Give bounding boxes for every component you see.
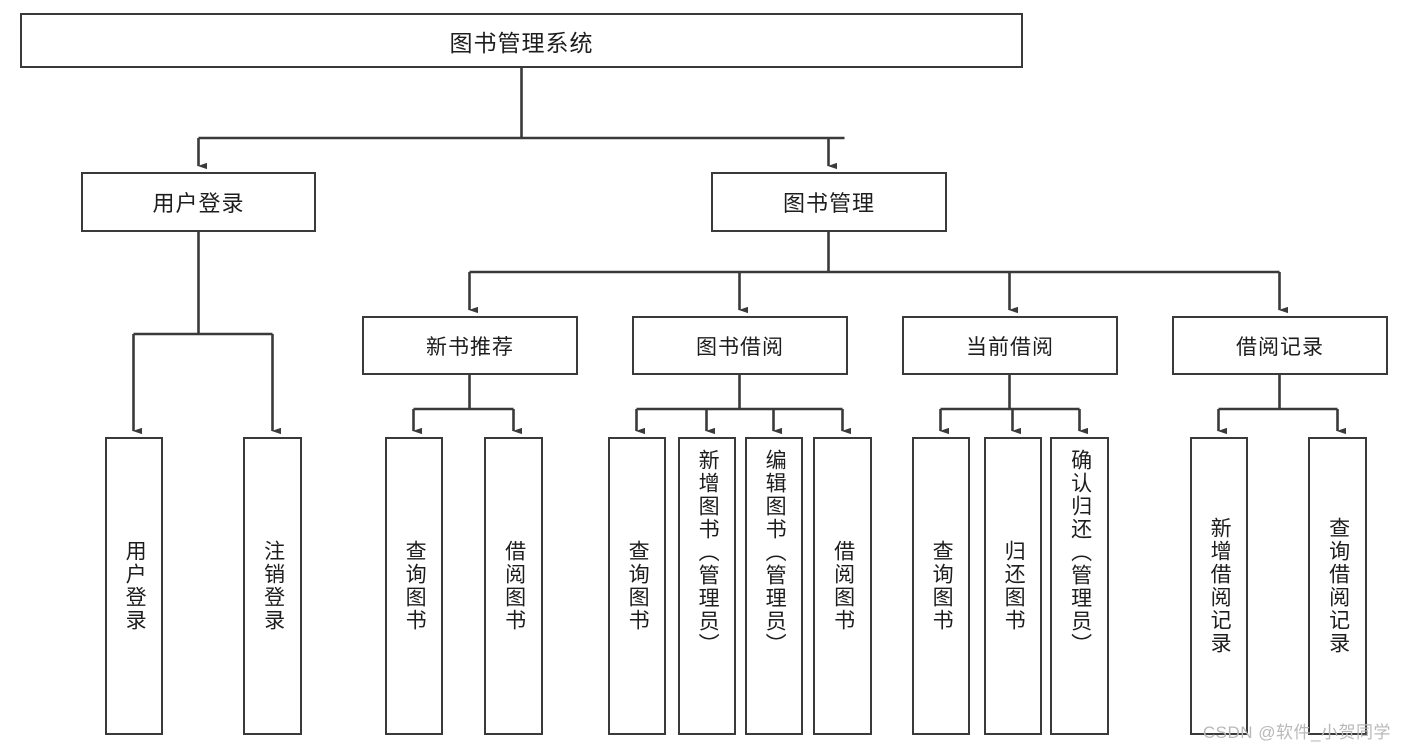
- leaf-borrow-book-recommend[interactable]: 借阅图书: [484, 437, 543, 735]
- leaf-query-book-borrow[interactable]: 查询图书: [608, 437, 666, 735]
- node-current-borrow[interactable]: 当前借阅: [902, 316, 1118, 375]
- node-book-management-label: 图书管理: [782, 191, 875, 216]
- leaf-query-book-recommend[interactable]: 查询图书: [385, 437, 443, 735]
- leaf-logout-label: 注销登录: [261, 540, 285, 632]
- node-new-book-recommend[interactable]: 新书推荐: [362, 316, 578, 375]
- leaf-add-borrow-record-label: 新增借阅记录: [1208, 517, 1232, 655]
- leaf-confirm-return-admin[interactable]: 确认归还（管理员）: [1050, 437, 1109, 735]
- leaf-borrow-book[interactable]: 借阅图书: [813, 437, 872, 735]
- leaf-add-book-admin-label: 新增图书（管理员）: [696, 449, 720, 656]
- leaf-user-login[interactable]: 用户登录: [105, 437, 163, 735]
- leaf-add-borrow-record[interactable]: 新增借阅记录: [1190, 437, 1248, 735]
- node-book-borrow-label: 图书借阅: [696, 335, 784, 359]
- leaf-confirm-return-admin-label: 确认归还（管理员）: [1068, 449, 1092, 656]
- node-root[interactable]: 图书管理系统: [20, 13, 1023, 68]
- leaf-query-book-borrow-label: 查询图书: [626, 540, 650, 632]
- leaf-logout[interactable]: 注销登录: [243, 437, 302, 735]
- leaf-query-book-recommend-label: 查询图书: [403, 540, 427, 632]
- node-current-borrow-label: 当前借阅: [966, 335, 1054, 359]
- leaf-query-book-current[interactable]: 查询图书: [912, 437, 970, 735]
- leaf-return-book-label: 归还图书: [1002, 540, 1026, 632]
- leaf-borrow-book-recommend-label: 借阅图书: [502, 540, 526, 632]
- leaf-edit-book-admin-label: 编辑图书（管理员）: [763, 449, 787, 656]
- node-root-label: 图书管理系统: [449, 29, 594, 56]
- leaf-user-login-label: 用户登录: [123, 540, 147, 632]
- node-borrow-records-label: 借阅记录: [1236, 335, 1324, 359]
- leaf-add-book-admin[interactable]: 新增图书（管理员）: [678, 437, 736, 735]
- node-new-book-recommend-label: 新书推荐: [426, 335, 514, 359]
- node-book-borrow[interactable]: 图书借阅: [632, 316, 848, 375]
- leaf-query-borrow-record-label: 查询借阅记录: [1326, 517, 1350, 655]
- node-book-management[interactable]: 图书管理: [711, 172, 947, 232]
- node-user-login-label: 用户登录: [152, 191, 245, 216]
- node-user-login[interactable]: 用户登录: [81, 172, 316, 232]
- leaf-edit-book-admin[interactable]: 编辑图书（管理员）: [745, 437, 803, 735]
- leaf-return-book[interactable]: 归还图书: [984, 437, 1042, 735]
- leaf-borrow-book-label: 借阅图书: [831, 540, 855, 632]
- csdn-watermark: CSDN @软件_小贺同学: [1202, 723, 1391, 742]
- leaf-query-book-current-label: 查询图书: [930, 540, 954, 632]
- leaf-query-borrow-record[interactable]: 查询借阅记录: [1308, 437, 1367, 735]
- node-borrow-records[interactable]: 借阅记录: [1172, 316, 1388, 375]
